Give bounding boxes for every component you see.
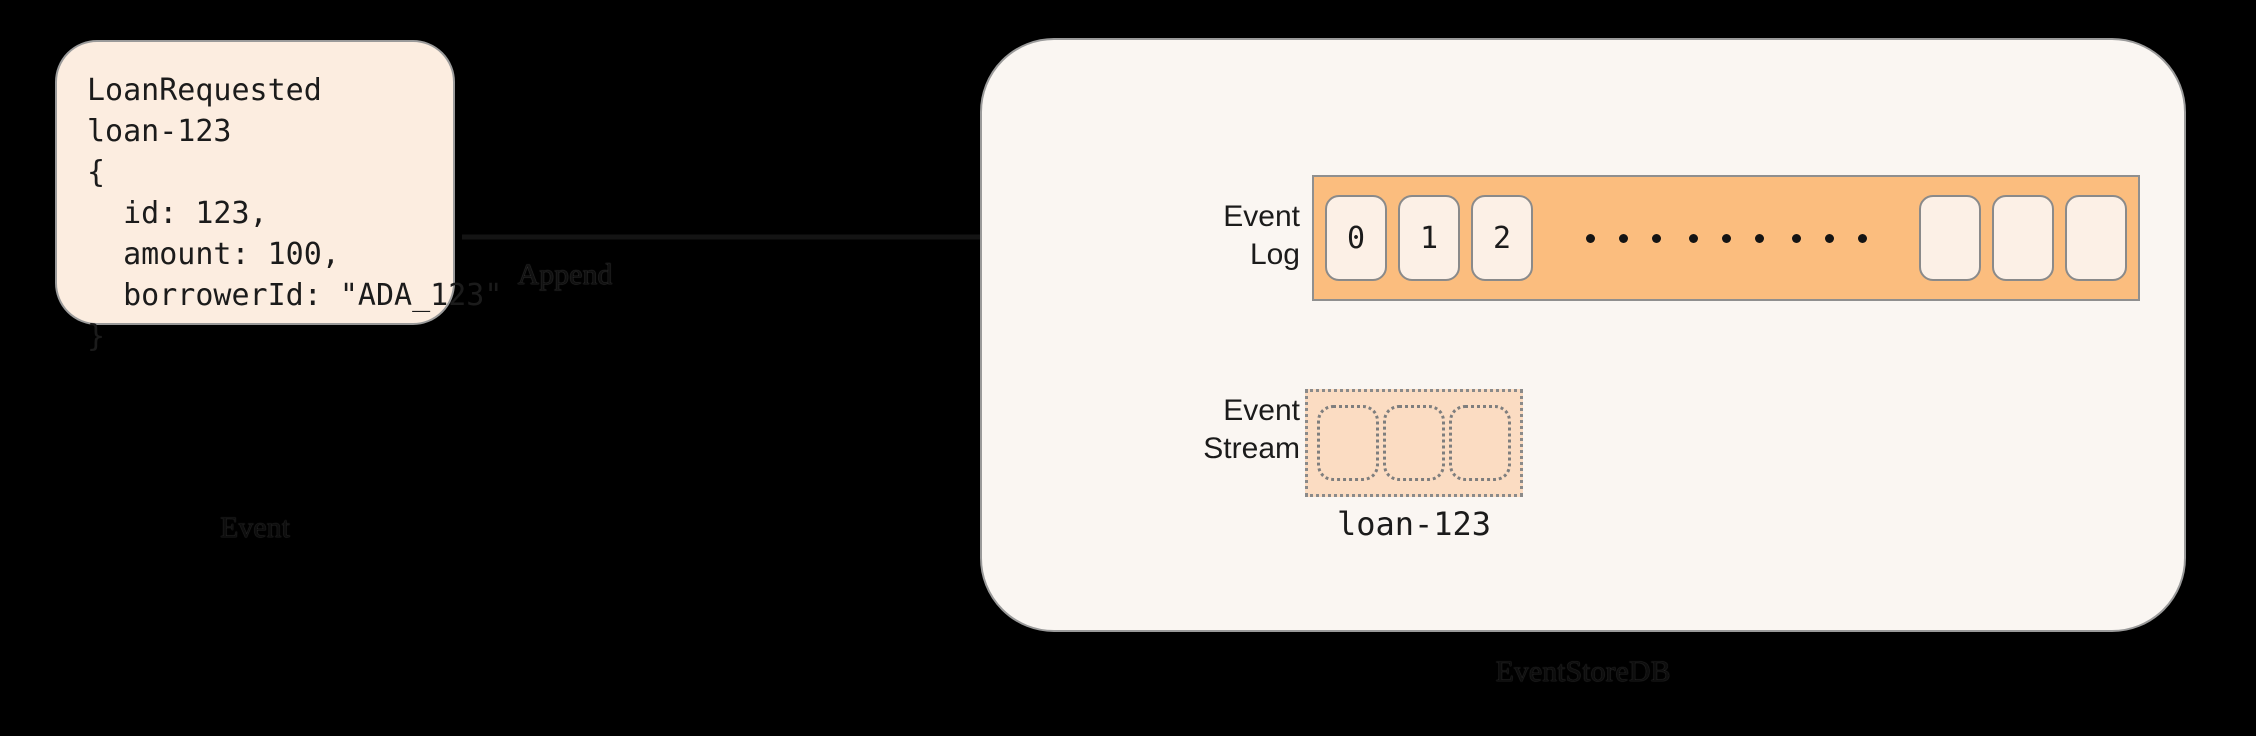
event-card-code: LoanRequested loan-123 { id: 123, amount…	[87, 73, 503, 354]
ellipsis-dot-group	[1791, 233, 1867, 243]
ellipsis-dot	[1754, 233, 1764, 243]
eventstore-container	[980, 38, 2186, 632]
ellipsis-dot-group	[1688, 233, 1764, 243]
event-stream-slot[interactable]	[1383, 405, 1445, 481]
event-stream-label-line2: Stream	[1203, 432, 1300, 465]
event-log-slot-empty[interactable]	[2065, 195, 2127, 281]
event-card: LoanRequested loan-123 { id: 123, amount…	[55, 40, 502, 354]
event-card-caption: Event	[220, 511, 290, 544]
ellipsis-dot	[1688, 233, 1698, 243]
event-log-ellipsis	[1533, 233, 1919, 243]
event-stream-name: loan-123	[1336, 505, 1492, 543]
ellipsis-dot	[1721, 233, 1731, 243]
ellipsis-dot	[1791, 233, 1801, 243]
event-log-label-line1: Event	[1223, 200, 1300, 233]
event-stream-slot[interactable]	[1449, 405, 1511, 481]
event-stream-band	[1305, 389, 1523, 497]
event-stream-label: Event Stream	[1090, 392, 1300, 468]
ellipsis-dot	[1618, 233, 1628, 243]
event-log-slot[interactable]: 0	[1325, 195, 1387, 281]
event-stream-slot[interactable]	[1317, 405, 1379, 481]
ellipsis-dot	[1824, 233, 1834, 243]
event-log-label: Event Log	[1130, 198, 1300, 274]
event-log-label-line2: Log	[1249, 238, 1300, 271]
event-log-slot-empty[interactable]	[1919, 195, 1981, 281]
event-log-slot[interactable]: 2	[1471, 195, 1533, 281]
ellipsis-dot	[1857, 233, 1867, 243]
ellipsis-dot-group	[1585, 233, 1661, 243]
event-log-slot-empty[interactable]	[1992, 195, 2054, 281]
append-label: Append	[517, 258, 613, 291]
eventstore-caption: EventStoreDB	[1495, 655, 1671, 688]
event-log-slot[interactable]: 1	[1398, 195, 1460, 281]
event-log-band: 0 1 2	[1312, 175, 2140, 301]
ellipsis-dot	[1651, 233, 1661, 243]
event-stream-label-line1: Event	[1223, 394, 1300, 427]
ellipsis-dot	[1585, 233, 1595, 243]
